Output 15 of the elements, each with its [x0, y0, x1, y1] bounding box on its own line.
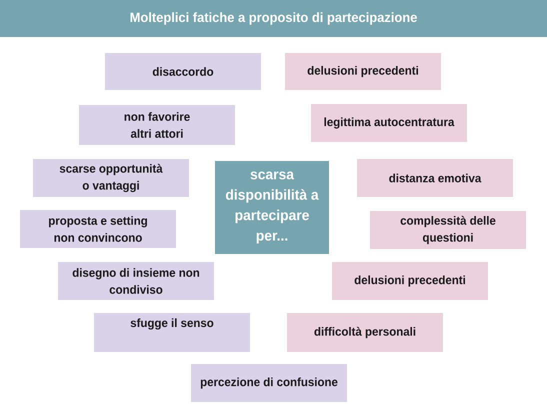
text-box: distanza emotiva: [357, 159, 513, 197]
text-box: scarse opportunità o vantaggi: [33, 159, 189, 197]
text-box: disaccordo: [105, 53, 261, 90]
text-box: disegno di insieme non condiviso: [58, 262, 214, 300]
text-box: proposta e setting non convincono: [20, 210, 176, 248]
text-box: percezione di confusione: [191, 364, 347, 402]
text-box: sfugge il senso: [94, 313, 250, 352]
text-box: difficoltà personali: [287, 313, 443, 352]
text-box: delusioni precedenti: [285, 53, 441, 90]
text-box: legittima autocentratura: [311, 104, 467, 142]
text-box: delusioni precedenti: [332, 262, 488, 300]
text-box: non favorire altri attori: [79, 105, 235, 145]
title-banner: Molteplici fatiche a proposito di partecipazione: [0, 0, 547, 37]
text-box: complessità delle questioni: [370, 211, 526, 249]
center-box: scarsa disponibilità a partecipare per...: [215, 161, 329, 254]
